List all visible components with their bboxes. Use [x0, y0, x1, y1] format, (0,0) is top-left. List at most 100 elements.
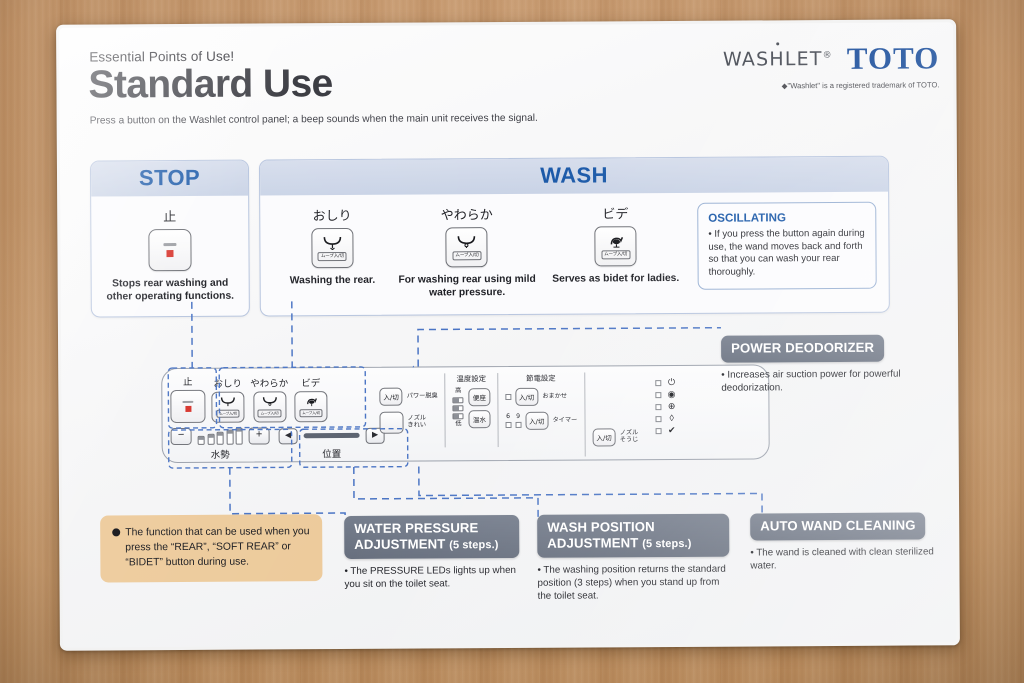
function-soft-rear-jp-label: やわらか [440, 208, 493, 224]
power-icon: ⏻ [667, 376, 676, 388]
pressure-minus-button[interactable]: − [170, 427, 192, 446]
temp-low-label: 低 [455, 420, 462, 428]
oscillating-note-text: • If you press the button again during u… [708, 227, 865, 278]
cp-stop-group: 止 [170, 374, 206, 424]
during-use-note-text-wrap: The function that can be used when you p… [112, 524, 310, 570]
panel-wash-title: WASH [540, 162, 608, 188]
bullet-icon [112, 528, 121, 537]
oscillating-note: OSCILLATING • If you press the button ag… [697, 201, 877, 290]
cp-stop-label: 止 [182, 376, 193, 388]
callout-water-pressure-title: WATER PRESSURE ADJUSTMENT (5 steps.) [344, 514, 520, 559]
cp-soft-rear-sub-label: ムーブ入/切 [257, 409, 282, 418]
rear-wash-icon [220, 397, 235, 407]
temp-level-1 [452, 397, 464, 404]
bidet-button-illustration: ムーブ入/切 [594, 226, 637, 267]
rear-button-illustration: ムーブ入/切 [311, 227, 354, 269]
status-led-power [654, 379, 662, 386]
control-panel-right-group: 入/切 パワー脱臭 ノズル きれい 温度設定 高 [372, 372, 677, 457]
cp-soft-rear-button[interactable]: ムーブ入/切 [252, 391, 287, 423]
cp-bidet-button[interactable]: ムーブ入/切 [294, 391, 328, 423]
power-save-section-heading: 節電設定 [526, 373, 556, 383]
position-slider[interactable] [303, 432, 360, 439]
status-led-water [655, 415, 662, 422]
control-panel-illustration: 止 おしり ムーブ入/切 [161, 364, 770, 464]
timer-mark-9: 9 [516, 413, 521, 421]
stop-bar-icon [163, 243, 177, 247]
position-group-label: 位置 [322, 448, 342, 460]
nozzle-clean-label: ノズル きれい [407, 414, 427, 429]
auto-save-button[interactable]: 入/切 [514, 387, 539, 406]
callout-during-use-note: The function that can be used when you p… [100, 514, 323, 583]
cp-rear-button[interactable]: ムーブ入/切 [211, 391, 245, 423]
pressure-led-3 [216, 431, 224, 445]
water-drop-icon: ◊ [669, 412, 674, 424]
position-left-button[interactable]: ◀ [278, 427, 298, 444]
pressure-led-4 [226, 429, 234, 445]
nozzle-wash-button[interactable]: 入/切 [592, 428, 616, 447]
cp-nozzle-wash-section: 入/切 ノズル そうじ [583, 372, 646, 457]
status-led-nozzle-clean [655, 427, 662, 434]
auto-save-label: おまかせ [542, 392, 568, 400]
stop-square-icon [166, 250, 174, 258]
panel-wash: WASH おしり ムーブ入/切 Washing t [258, 155, 890, 317]
pressure-led-5 [235, 427, 243, 445]
washlet-wordmark: WASHLET® [723, 42, 833, 71]
function-soft-rear: やわらか ムーブ入/切 For washing rear using mild … [392, 204, 542, 301]
function-bidet-jp-label: ビデ [602, 207, 629, 223]
nozzle-wash-label: ノズル そうじ [619, 429, 639, 444]
callout-wash-position-title: WASH POSITION ADJUSTMENT (5 steps.) [537, 513, 730, 558]
rear-button-sub-label: ムーブ入/切 [317, 251, 347, 261]
bidet-icon [610, 236, 624, 248]
control-panel-left-group: 止 おしり ムーブ入/切 [170, 373, 385, 461]
cp-power-save-section: 節電設定 入/切 おまかせ 6 [496, 372, 585, 448]
timer-led-9 [515, 421, 522, 428]
washlet-accent-dot [775, 42, 779, 46]
callout-water-pressure-title-steps: (5 steps.) [449, 538, 499, 551]
cp-bidet-sub-label: ムーブ入/切 [299, 409, 323, 418]
cp-stop-bar-icon [182, 400, 194, 404]
subtitle-text: Press a button on the Washlet control pa… [89, 112, 538, 127]
pressure-plus-button[interactable]: + [248, 427, 270, 445]
cp-stop-button[interactable] [170, 389, 206, 424]
function-rear-description: Washing the rear. [289, 274, 376, 287]
panel-stop-header: STOP [90, 160, 249, 197]
water-temp-button[interactable]: 温水 [468, 410, 491, 429]
soft-rear-button-sub-label: ムーブ入/切 [452, 250, 482, 260]
cp-rear-sub-label: ムーブ入/切 [216, 409, 240, 418]
callout-wash-position-title-main: WASH POSITION ADJUSTMENT [547, 519, 655, 551]
registered-mark-icon: ® [822, 50, 833, 61]
temp-level-2 [452, 405, 464, 412]
toto-logo: TOTO [846, 40, 940, 76]
seat-heat-icon: ⊕ [667, 400, 676, 412]
pressure-group-label: 水勢 [210, 449, 230, 461]
callout-auto-wand-cleaning-body: • The wand is cleaned with clean sterili… [750, 545, 934, 572]
soft-rear-wash-icon [458, 235, 476, 249]
callout-power-deodorizer: POWER DEODORIZER • Increases air suction… [721, 334, 936, 394]
seat-temp-button[interactable]: 便座 [468, 388, 490, 407]
nozzle-clean-button[interactable] [379, 411, 404, 434]
auto-save-led [504, 393, 511, 401]
panel-stop-title: STOP [138, 164, 201, 191]
cp-pressure-group: − + 水勢 [170, 427, 270, 461]
callout-wash-position: WASH POSITION ADJUSTMENT (5 steps.) • Th… [537, 513, 730, 603]
function-bidet-description: Serves as bidet for ladies. [552, 272, 680, 285]
function-stop-description: Stops rear washing and other operating f… [106, 277, 235, 303]
nozzle-clean-icon: ✔ [667, 424, 676, 436]
pressure-led-1 [197, 435, 205, 445]
timer-led-6 [505, 421, 512, 428]
stop-button-illustration [148, 228, 192, 272]
callout-auto-wand-cleaning-title: AUTO WAND CLEANING [750, 512, 926, 541]
callout-wash-position-title-steps: (5 steps.) [642, 537, 692, 550]
cp-status-icon-column: ⏻ ◉ ⊕ ◊ ✔ [645, 372, 677, 435]
callout-power-deodorizer-body: • Increases air suction power for powerf… [721, 368, 901, 394]
power-deodorizer-button[interactable]: 入/切 [379, 387, 403, 406]
pressure-led-indicators [197, 427, 243, 445]
function-soft-rear-description: For washing rear using mild water pressu… [398, 273, 536, 299]
function-stop: 止 Stops rear washing and other operating… [103, 206, 237, 305]
status-led-deodorizer [655, 391, 662, 398]
cp-position-group: ◀ ▶ 位置 [278, 427, 385, 460]
function-panels: STOP 止 Stops rear washing and other oper… [89, 155, 890, 318]
cp-bidet-label: ビデ [301, 378, 321, 390]
timer-button[interactable]: 入/切 [525, 411, 549, 430]
function-bidet: ビデ ムーブ入/切 Serves as bidet for ladies. [541, 203, 689, 300]
